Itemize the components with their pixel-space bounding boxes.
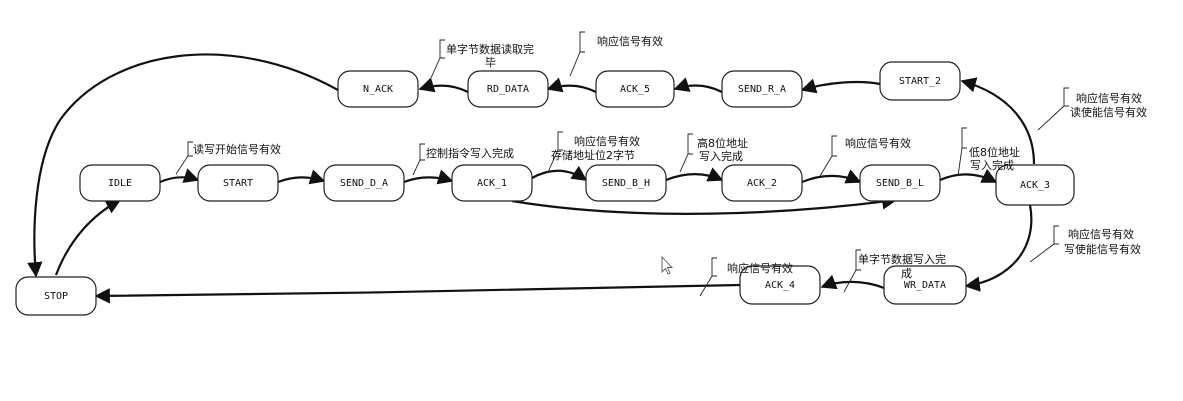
state-start: START	[197, 164, 279, 202]
edge-start-send-d-a	[277, 169, 326, 185]
annotation-low8-done: 低8位地址 写入完成	[957, 127, 1020, 177]
edge-ack-4-stop	[94, 283, 741, 304]
annotation-text: 单字节数据写入完	[858, 252, 946, 266]
state-label: SEND_B_L	[876, 178, 924, 189]
state-idle: IDLE	[79, 164, 161, 202]
state-label: IDLE	[108, 178, 132, 189]
annotation-ctrl-cmd-done: 控制指令写入完成	[412, 143, 514, 176]
state-n-ack: N_ACK	[337, 70, 419, 108]
edge-ack-5-rd-data	[546, 77, 597, 93]
state-ack-2: ACK_2	[721, 164, 803, 202]
edge-idle-start	[159, 168, 200, 184]
annotation-text: 成	[901, 267, 912, 280]
annotation-text: 存储地址位2字节	[551, 148, 635, 162]
edge-n-ack-stop	[27, 53, 339, 278]
annotation-text: 响应信号有效	[1076, 91, 1142, 105]
state-label: ACK_4	[765, 280, 795, 291]
edge-ack-3-wr-data	[964, 204, 1033, 292]
annotation-byte-read-done: 单字节数据读取完 毕	[429, 39, 534, 81]
annotation-high8-done: 高8位地址 写入完成	[679, 133, 748, 173]
state-label: WR_DATA	[904, 280, 946, 291]
state-label: ACK_3	[1020, 180, 1050, 191]
edge-send-b-h-ack-2	[665, 167, 724, 182]
transitions	[27, 53, 1036, 304]
annotation-text: 控制指令写入完成	[426, 146, 514, 160]
edge-wr-data-ack-4	[820, 274, 885, 290]
state-send-r-a: SEND_R_A	[721, 70, 803, 108]
state-label: ACK_1	[477, 178, 507, 189]
state-start-2: START_2	[879, 61, 961, 101]
annotation-text: 单字节数据读取完	[446, 42, 534, 56]
state-label: RD_DATA	[487, 84, 529, 95]
annotation-text: 响应信号有效	[845, 136, 911, 150]
annotation-resp-write-en: 响应信号有效 写使能信号有效	[1029, 225, 1141, 263]
annotation-byte-write-done: 单字节数据写入完 成	[843, 249, 946, 293]
state-wr-data: WR_DATA	[883, 265, 967, 305]
annotation-rw-start: 读写开始信号有效	[175, 141, 281, 175]
state-ack-4: ACK_4	[739, 265, 821, 305]
state-label: SEND_B_H	[602, 178, 650, 189]
state-send-b-l: SEND_B_L	[859, 164, 941, 202]
annotation-text: 响应信号有效	[574, 134, 640, 148]
edge-send-b-l-ack-3	[939, 168, 998, 183]
annotation-text: 高8位地址	[697, 136, 748, 150]
edge-start-2-send-r-a	[800, 78, 881, 94]
edge-ack-1-send-b-l	[511, 194, 898, 215]
state-label: SEND_D_A	[340, 178, 388, 189]
annotation-text: 写使能信号有效	[1064, 242, 1141, 256]
state-label: START_2	[899, 76, 941, 87]
edge-ack-3-start-2	[960, 77, 1036, 165]
annotation-text: 读写开始信号有效	[193, 142, 281, 156]
edge-send-d-a-ack-1	[403, 169, 454, 185]
state-label: START	[223, 178, 253, 189]
state-ack-5: ACK_5	[595, 70, 675, 108]
annotation-resp-read-en: 响应信号有效 读使能信号有效	[1037, 87, 1147, 131]
state-rd-data: RD_DATA	[467, 70, 549, 108]
state-label: N_ACK	[363, 84, 393, 95]
annotation-text: 写入完成	[699, 149, 743, 163]
annotation-resp-2byte: 响应信号有效 存储地址位2字节	[547, 131, 640, 173]
annotation-text: 写入完成	[970, 158, 1014, 172]
annotation-text: 低8位地址	[969, 145, 1020, 159]
edge-ack-1-send-b-h	[531, 165, 588, 181]
state-ack-1: ACK_1	[451, 164, 533, 202]
annotation-text: 毕	[485, 56, 496, 69]
annotation-resp-ack5: 响应信号有效	[569, 31, 663, 77]
annotation-text: 读使能信号有效	[1070, 105, 1147, 119]
state-send-b-h: SEND_B_H	[585, 164, 667, 202]
edge-rd-data-n-ack	[418, 77, 469, 93]
state-send-d-a: SEND_D_A	[323, 164, 405, 202]
annotation-text: 响应信号有效	[597, 34, 663, 48]
edge-ack-2-send-b-l	[801, 169, 862, 184]
edge-send-r-a-ack-5	[673, 77, 723, 93]
state-label: ACK_2	[747, 178, 777, 189]
state-stop: STOP	[15, 276, 97, 316]
annotation-text: 响应信号有效	[727, 261, 793, 275]
edge-stop-idle	[54, 199, 122, 276]
state-label: SEND_R_A	[738, 84, 786, 95]
state-label: ACK_5	[620, 84, 650, 95]
mouse-cursor-icon	[661, 255, 674, 275]
annotation-resp-ack4: 响应信号有效	[699, 257, 793, 297]
annotation-resp-ack2: 响应信号有效	[819, 135, 911, 177]
state-label: STOP	[44, 291, 68, 302]
state-ack-3: ACK_3	[995, 164, 1075, 206]
annotation-text: 响应信号有效	[1068, 227, 1134, 241]
